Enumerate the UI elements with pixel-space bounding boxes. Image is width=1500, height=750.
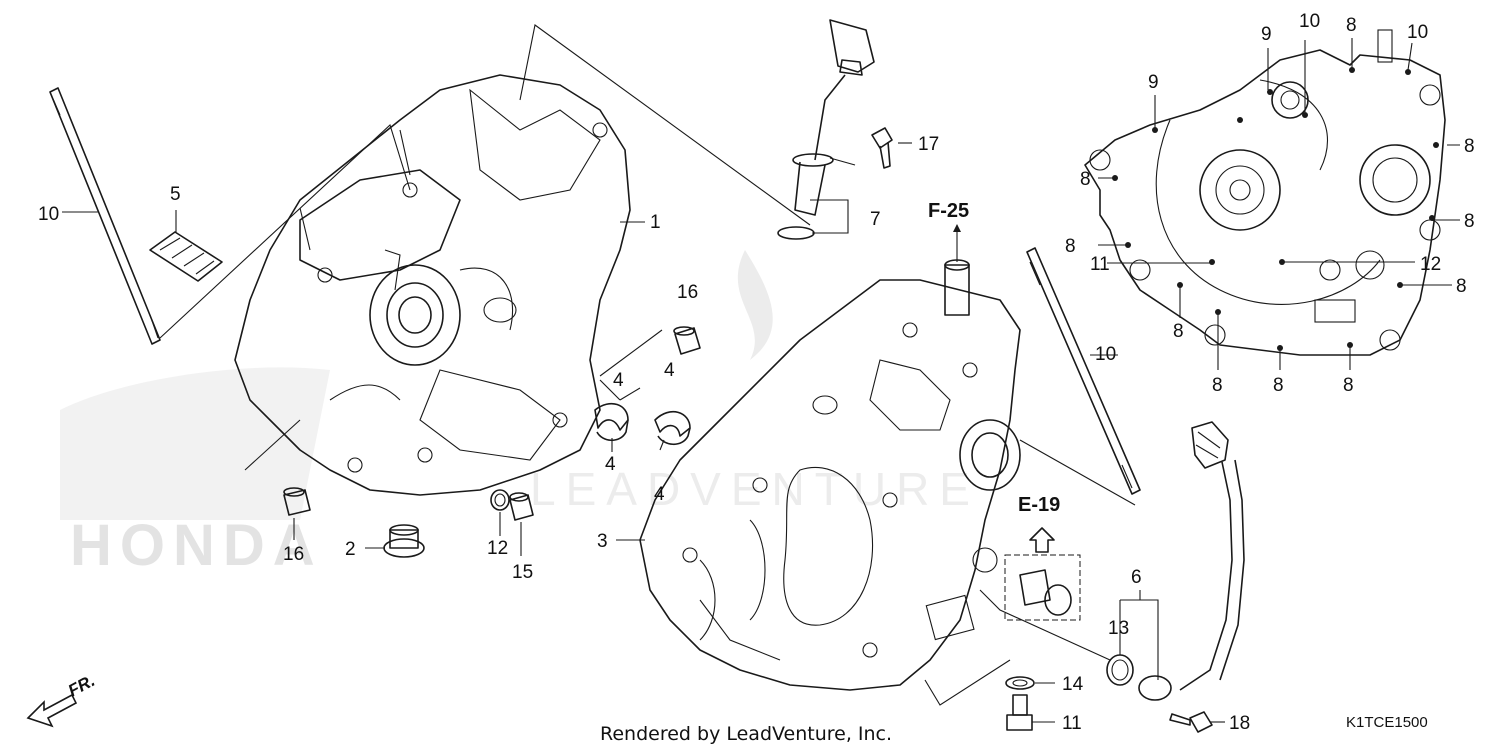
callout-9-e: 11: [1090, 254, 1110, 275]
callout-8-c: 8: [1080, 169, 1091, 190]
bolt-11: [1006, 694, 1033, 731]
bolt-17: [871, 127, 893, 169]
callout-15: 15: [512, 562, 533, 583]
callout-8-i: 8: [1273, 375, 1284, 396]
callout-13: 13: [1108, 618, 1129, 639]
callout-16-upper: 16: [677, 282, 698, 303]
callout-17: 17: [918, 134, 939, 155]
honda-logo-watermark: HONDA: [60, 367, 330, 578]
leadventure-watermark: LEADVENTURE: [530, 250, 980, 515]
callout-4-c: 4: [605, 454, 616, 475]
oil-dipstick: [777, 19, 875, 240]
callout-5: 5: [170, 184, 181, 205]
callout-8-j: 8: [1343, 375, 1354, 396]
callout-9-c: 10: [1299, 11, 1320, 32]
f25-reference-arrow: [953, 224, 961, 262]
sensor-harness-6: [1138, 421, 1245, 701]
callout-9-a: 9: [1148, 72, 1159, 93]
callout-2: 2: [345, 539, 356, 560]
callout-labels: 10 5 1 16 4 4 4 4 16 2 12 15 3 17 7 10 6…: [38, 11, 1475, 734]
callout-4-a: 4: [613, 370, 624, 391]
oil-strainer: [149, 231, 223, 282]
bolt-18: [1169, 711, 1213, 733]
dowel-pin-16-lower: [283, 487, 311, 516]
callout-3: 3: [597, 531, 608, 552]
callout-18: 18: [1229, 713, 1250, 734]
callout-9-d: 10: [1407, 22, 1428, 43]
crankcase-bolt-pattern-view: [1084, 29, 1446, 356]
callout-10-left: 10: [38, 204, 59, 225]
ref-f25: F-25: [928, 200, 969, 222]
render-credit: Rendered by LeadVenture, Inc.: [600, 723, 892, 745]
callout-1: 1: [650, 212, 661, 233]
washer-14: [1005, 676, 1035, 690]
callout-9-b: 9: [1261, 24, 1272, 45]
callout-8-e: 8: [1065, 236, 1076, 257]
diagram-code: K1TCE1500: [1346, 714, 1428, 731]
callout-11: 11: [1062, 713, 1082, 734]
stud-bolt-left: [49, 87, 161, 345]
callout-14: 14: [1062, 674, 1084, 695]
callout-16-lower: 16: [283, 544, 304, 565]
o-ring-12: [490, 489, 510, 511]
stud-bolt-right: [1026, 247, 1141, 495]
collar-15: [509, 492, 534, 521]
bearing-shells-4: [594, 402, 691, 446]
watermark-text: LEADVENTURE: [530, 463, 980, 515]
brand-watermark-text: HONDA: [70, 513, 323, 578]
left-crankcase: [234, 74, 631, 496]
ref-e19: E-19: [1018, 494, 1060, 516]
seal-13: [1106, 654, 1134, 686]
callout-8-a: 8: [1346, 15, 1357, 36]
callout-8-h: 8: [1212, 375, 1223, 396]
callout-8-g: 8: [1173, 321, 1184, 342]
callout-6: 6: [1131, 567, 1142, 588]
leader-lines: [62, 24, 1460, 723]
callout-9-f: 12: [1420, 254, 1441, 275]
callout-4-b: 4: [664, 360, 675, 381]
callout-12: 12: [487, 538, 508, 559]
callout-7: 7: [870, 209, 881, 230]
dowel-pin-16-upper: [673, 326, 701, 355]
callout-8-d: 8: [1464, 211, 1475, 232]
right-crankcase: [639, 259, 1021, 691]
callout-4-d: 4: [654, 484, 665, 505]
e19-reference-box: [1004, 527, 1081, 621]
drain-bolt-2: [383, 524, 425, 558]
callout-8-f: 8: [1456, 276, 1467, 297]
callout-8-b: 8: [1464, 136, 1475, 157]
callout-10-right: 10: [1095, 344, 1116, 365]
front-direction-indicator: FR.: [26, 671, 98, 728]
